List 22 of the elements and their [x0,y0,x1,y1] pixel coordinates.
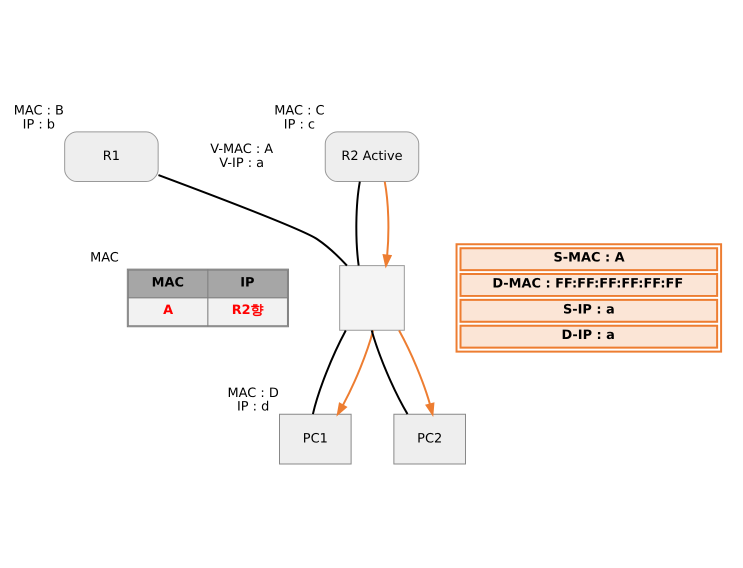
node-label: MAC [90,250,119,266]
node-box: R1 [64,131,159,182]
node-box: PC1 [279,414,352,465]
node-label: MAC : C [274,103,325,118]
node-box: R2 Active [324,131,420,182]
node-label: IP : b [22,117,55,132]
connector [158,174,348,266]
node-box: S-MAC : A D-MAC : FF:FF:FF:FF:FF:FF S-IP : a D-IP : a [456,243,722,353]
connector [370,330,408,415]
node-label: IP : d [236,400,270,415]
label: V-IP : a [219,156,264,172]
node-box: PC2 [393,414,466,465]
node-box [339,265,405,331]
arrow [382,181,392,268]
arrow [336,330,374,417]
node-label: MAC : D [228,386,279,401]
connector [355,181,361,266]
node-label: MAC : B [14,103,64,118]
node-label: IP : c [284,117,316,132]
connector [312,330,347,414]
arrow [398,330,434,417]
label: V-MAC : A [210,142,274,158]
